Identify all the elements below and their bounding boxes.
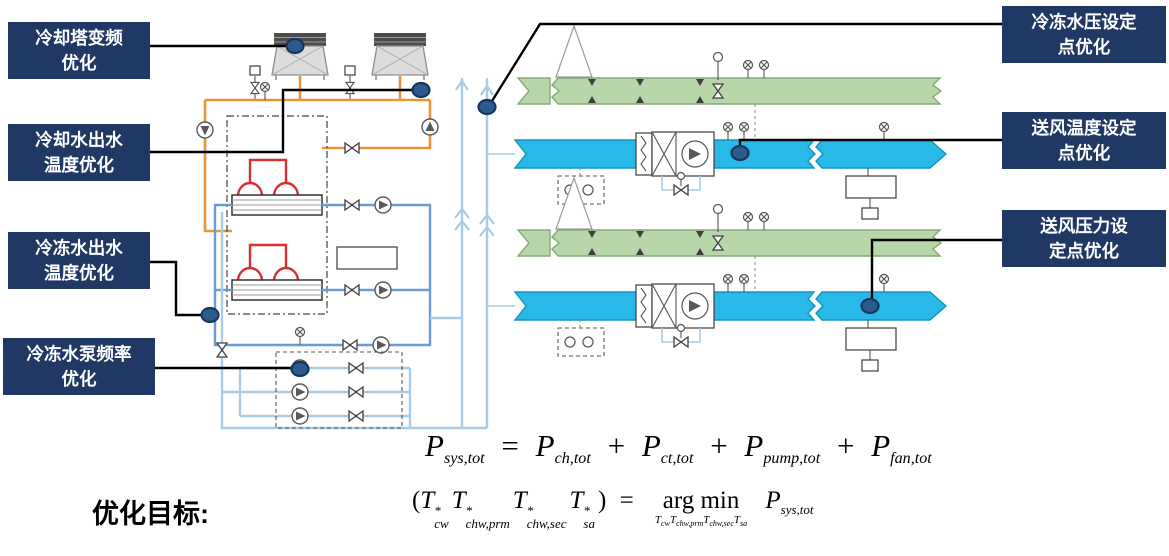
total-power-formula: Psys,tot = Pch,tot + Pct,tot + Ppump,tot…	[425, 428, 932, 468]
callout-text-line: 温度优化	[44, 262, 114, 283]
callout-supply-air-pressure-setpoint: 送风压力设 定点优化	[1002, 210, 1166, 267]
cooling-towers	[249, 32, 429, 100]
callout-dot-supply-air-pressure	[860, 297, 880, 315]
chiller-block	[226, 115, 398, 315]
argmin-operator: arg min TcwTchw,prmTchw,secTsa	[654, 487, 748, 529]
callout-cooling-tower-vfd: 冷却塔变频 优化	[8, 22, 150, 79]
callout-dot-pump-frequency	[290, 360, 310, 378]
callout-text-line: 定点优化	[1049, 240, 1119, 261]
callout-text-line: 点优化	[1057, 142, 1111, 163]
callout-text-line: 冷冻水泵频率	[26, 344, 132, 364]
callout-cooling-water-outlet-temp: 冷却水出水 温度优化	[8, 124, 150, 181]
plus-sign: +	[710, 428, 728, 463]
callout-connector-lines	[150, 22, 1003, 370]
chilled-water-risers	[454, 78, 515, 428]
equals-sign: =	[619, 487, 634, 514]
callout-dot-water-pressure	[477, 98, 497, 116]
term-t-chw-sec: T*chw,sec	[512, 487, 567, 532]
chilled-water-secondary-loop	[216, 212, 487, 430]
callout-text-line: 送风温度设定	[1031, 118, 1137, 138]
term-t-sa: T*sa	[569, 487, 595, 532]
callout-supply-air-temp-setpoint: 送风温度设定 点优化	[1002, 112, 1166, 169]
callout-dots	[200, 37, 880, 378]
callout-text-line: 温度优化	[44, 154, 114, 175]
callout-dot-chilled-water-outlet	[200, 306, 220, 324]
left-paren: (	[412, 487, 421, 514]
term-p-pump: Ppump,tot	[744, 428, 821, 468]
term-p-sys-result: Psys,tot	[765, 487, 814, 517]
chilled-water-primary-loop	[213, 196, 432, 354]
term-p-ct: Pct,tot	[641, 428, 694, 468]
ahu-unit-top	[515, 26, 946, 219]
callout-dot-cooling-tower	[285, 37, 305, 55]
right-paren: )	[597, 487, 607, 514]
callout-text-line: 冷冻水出水	[35, 238, 123, 258]
callout-text-line: 冷却水出水	[35, 130, 123, 150]
objective-label: 优化目标:	[92, 499, 209, 529]
callout-chilled-water-outlet-temp: 冷冻水出水 温度优化	[8, 232, 150, 289]
callout-text-line: 优化	[61, 52, 97, 73]
callout-chilled-water-pump-frequency: 冷冻水泵频率 优化	[3, 338, 155, 395]
argmin-subscript: TcwTchw,prmTchw,secTsa	[654, 514, 748, 529]
term-p-ch: Pch,tot	[535, 428, 591, 468]
ahu-unit-bottom	[515, 178, 946, 371]
callout-text-line: 点优化	[1057, 36, 1111, 57]
term-p-sys: Psys,tot	[425, 428, 485, 468]
equals-sign: =	[501, 428, 519, 463]
callout-text-line: 冷冻水压设定	[1031, 12, 1137, 32]
plus-sign: +	[836, 428, 855, 463]
term-t-cw: T*cw	[420, 487, 449, 532]
callout-dot-cooling-water-outlet	[411, 81, 431, 99]
callout-dot-supply-air-temp	[730, 144, 750, 162]
callout-chilled-water-pressure-setpoint: 冷冻水压设定 点优化	[1002, 6, 1166, 63]
callout-text-line: 冷却塔变频	[35, 28, 123, 48]
term-t-chw-prm: T*chw,prm	[451, 487, 510, 532]
term-p-fan: Pfan,tot	[871, 428, 932, 468]
plus-sign: +	[607, 428, 626, 463]
callout-text-line: 优化	[61, 368, 97, 389]
callout-text-line: 送风压力设	[1040, 216, 1128, 236]
